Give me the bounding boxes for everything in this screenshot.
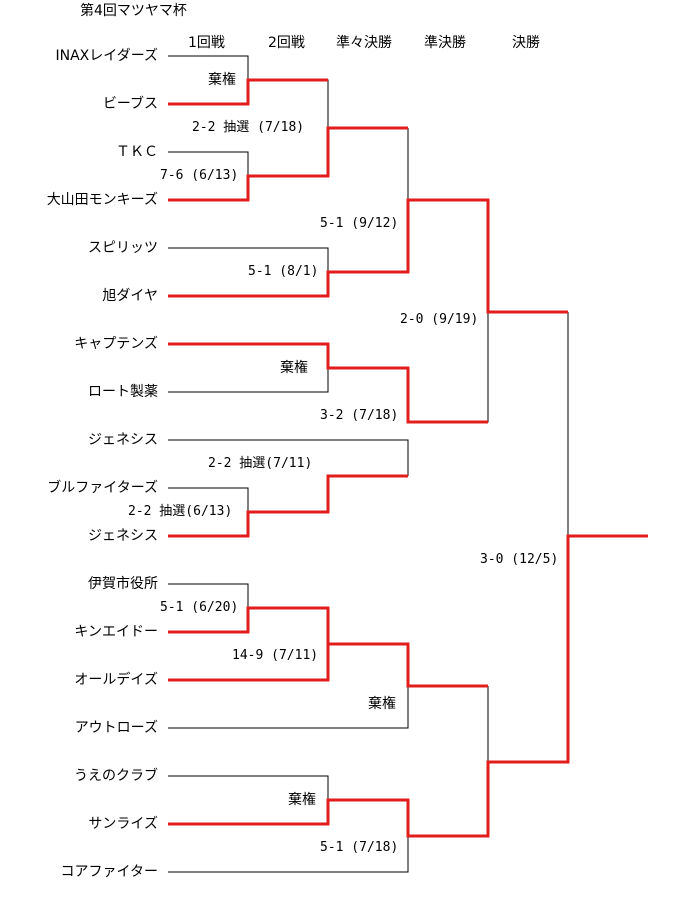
team-bull-fighters: ブルファイターズ [47,480,158,496]
result-qf-4: 5-1 (7/18) [320,840,399,855]
result-r2-3: 棄権 [280,360,308,376]
team-sunrise: サンライズ [88,816,158,832]
bracket-line [168,583,249,608]
winner-path [168,126,408,202]
winner-lines [168,78,648,838]
bracket-line [408,200,489,423]
result-r1-1: 棄権 [208,72,236,88]
team-all-days: オールデイズ [74,672,158,688]
team-ueno-club: うえのクラブ [74,768,158,784]
team-outlaws: アウトローズ [74,720,158,736]
winner-path [168,534,648,838]
round-header-1: 1回戦 [188,35,225,51]
winner-path [168,606,488,688]
round-header-semifinal: 準決勝 [424,35,466,51]
team-tkc: ＴＫＣ [116,144,158,160]
team-genesis-a: ジェネシス [88,432,158,448]
team-oyamada-monkeys: 大山田モンキーズ [46,192,158,208]
result-r2-2: 5-1 (8/1) [248,264,319,279]
winner-path [168,198,568,314]
page-title: 第4回マツヤマ杯 [80,3,187,19]
team-inax-raiders: INAXレイダーズ [55,48,158,64]
bracket-line [168,487,249,512]
bracket-line [168,151,249,176]
team-asahi-diamond: 旭ダイヤ [102,288,158,304]
winner-path [168,644,330,682]
team-beebs: ビーブス [102,96,158,112]
result-r2-1: 2-2 抽選 (7/18) [192,120,305,135]
result-final: 3-0 (12/5) [480,552,559,567]
result-r2-4: 2-2 抽選(7/11) [208,456,313,471]
team-kinei-do: キンエイドー [74,624,158,640]
bracket-line [168,775,329,800]
bracket-line [168,686,409,729]
team-captains: キャプテンズ [74,336,158,352]
team-core-fighter: コアファイター [60,864,158,880]
team-genesis-b: ジェネシス [88,528,158,544]
round-header-quarterfinal: 準々決勝 [336,35,392,51]
result-r1-2: 7-6 (6/13) [160,168,239,183]
team-iga-city-hall: 伊賀市役所 [88,576,158,592]
round-header-2: 2回戦 [268,35,305,51]
bracket-line [168,247,329,272]
result-r2-6: 棄権 [288,792,316,808]
winner-path [168,78,328,106]
result-qf-3: 棄権 [368,696,396,712]
team-spirits: スピリッツ [88,240,158,256]
round-header-final: 決勝 [512,35,540,51]
team-rohto: ロート製薬 [88,384,158,400]
result-r1-4: 5-1 (6/20) [160,600,239,615]
result-r2-5: 14-9 (7/11) [232,648,319,663]
result-sf-1: 2-0 (9/19) [400,312,479,327]
winner-path [168,342,488,424]
result-qf-2: 3-2 (7/18) [320,408,399,423]
bracket-line [168,439,409,476]
winner-path [168,474,408,538]
result-qf-1: 5-1 (9/12) [320,216,399,231]
result-r1-3: 2-2 抽選(6/13) [128,504,233,519]
bracket-line [168,55,249,80]
bracket-line [168,836,409,873]
